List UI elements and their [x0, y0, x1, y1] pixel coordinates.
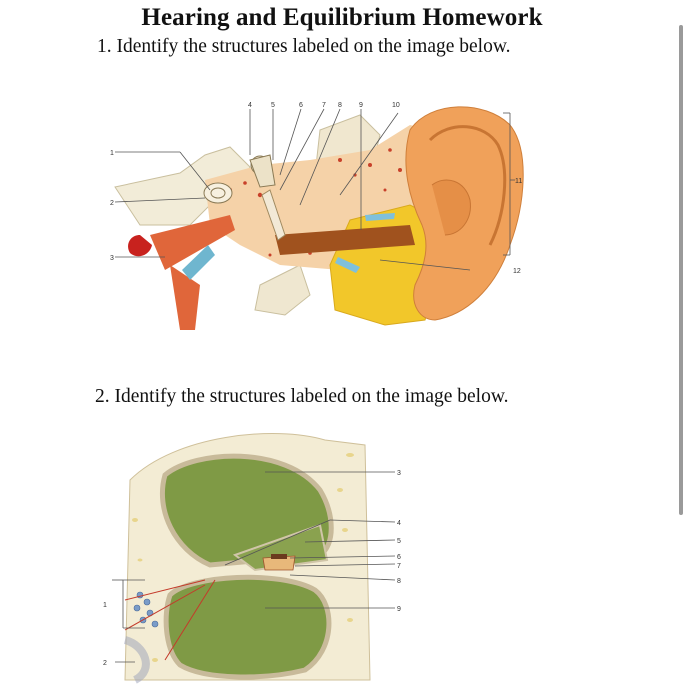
question-2: 2. Identify the structures labeled on th…: [95, 386, 509, 407]
ear-label-10: 10: [392, 102, 400, 109]
cochlea-label-4: 4: [397, 520, 401, 527]
ear-label-2: 2: [110, 200, 114, 207]
cochlea-label-1: 1: [103, 602, 107, 609]
ear-label-4: 4: [248, 102, 252, 109]
question-1: 1. Identify the structures labeled on th…: [97, 36, 511, 57]
cochlea-label-2: 2: [103, 660, 107, 667]
page-title: Hearing and Equilibrium Homework: [141, 4, 543, 31]
cochlea-section-figure: 1 2 3 4 5 6 7 8 9: [103, 433, 401, 684]
cochlea-label-8: 8: [397, 578, 401, 585]
ear-label-5: 5: [271, 102, 275, 109]
ear-label-9: 9: [359, 102, 363, 109]
ear-label-8: 8: [338, 102, 342, 109]
cochlea-label-9: 9: [397, 606, 401, 613]
vertical-scrollbar[interactable]: [679, 25, 683, 515]
cochlea-label-6: 6: [397, 554, 401, 561]
ear-label-6: 6: [299, 102, 303, 109]
ear-label-3: 3: [110, 255, 114, 262]
ear-label-7: 7: [322, 102, 326, 109]
ear-label-11: 11: [515, 178, 522, 185]
cochlea-label-3: 3: [397, 470, 401, 477]
ear-label-1: 1: [110, 150, 114, 157]
ear-label-12: 12: [513, 268, 521, 275]
ear-anatomy-figure: 1 2 3 4 5 6 7 8 9 10 11 12: [110, 102, 524, 330]
cochlea-label-5: 5: [397, 538, 401, 545]
cochlea-label-7: 7: [397, 563, 401, 570]
